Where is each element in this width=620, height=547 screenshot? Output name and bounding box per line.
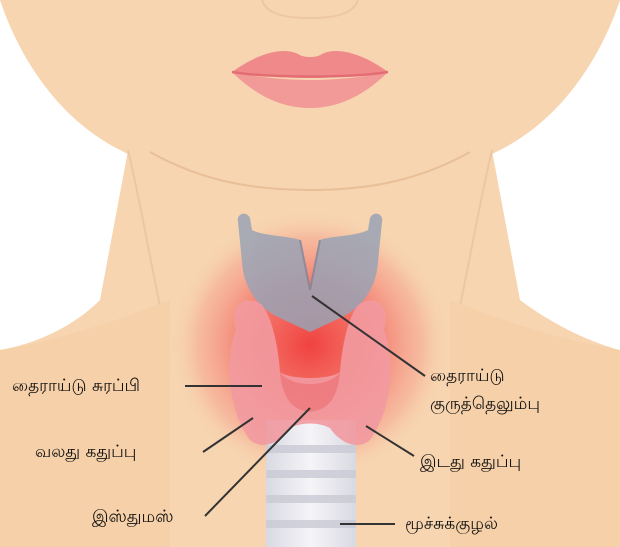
- label-left-lobe: இடது கதுப்பு: [420, 451, 521, 473]
- label-trachea: மூச்சுக்குழல்: [405, 513, 498, 535]
- shoulder-right: [450, 300, 620, 547]
- label-thyroid-cartilage-line2: குருத்தெலும்பு: [430, 393, 540, 415]
- label-right-lobe: வலது கதுப்பு: [35, 441, 136, 463]
- label-thyroid-gland: தைராய்டு சுரப்பி: [12, 375, 140, 397]
- label-thyroid-cartilage-line1: தைராய்டு: [430, 365, 505, 387]
- label-isthmus: இஸ்துமஸ்: [92, 506, 173, 528]
